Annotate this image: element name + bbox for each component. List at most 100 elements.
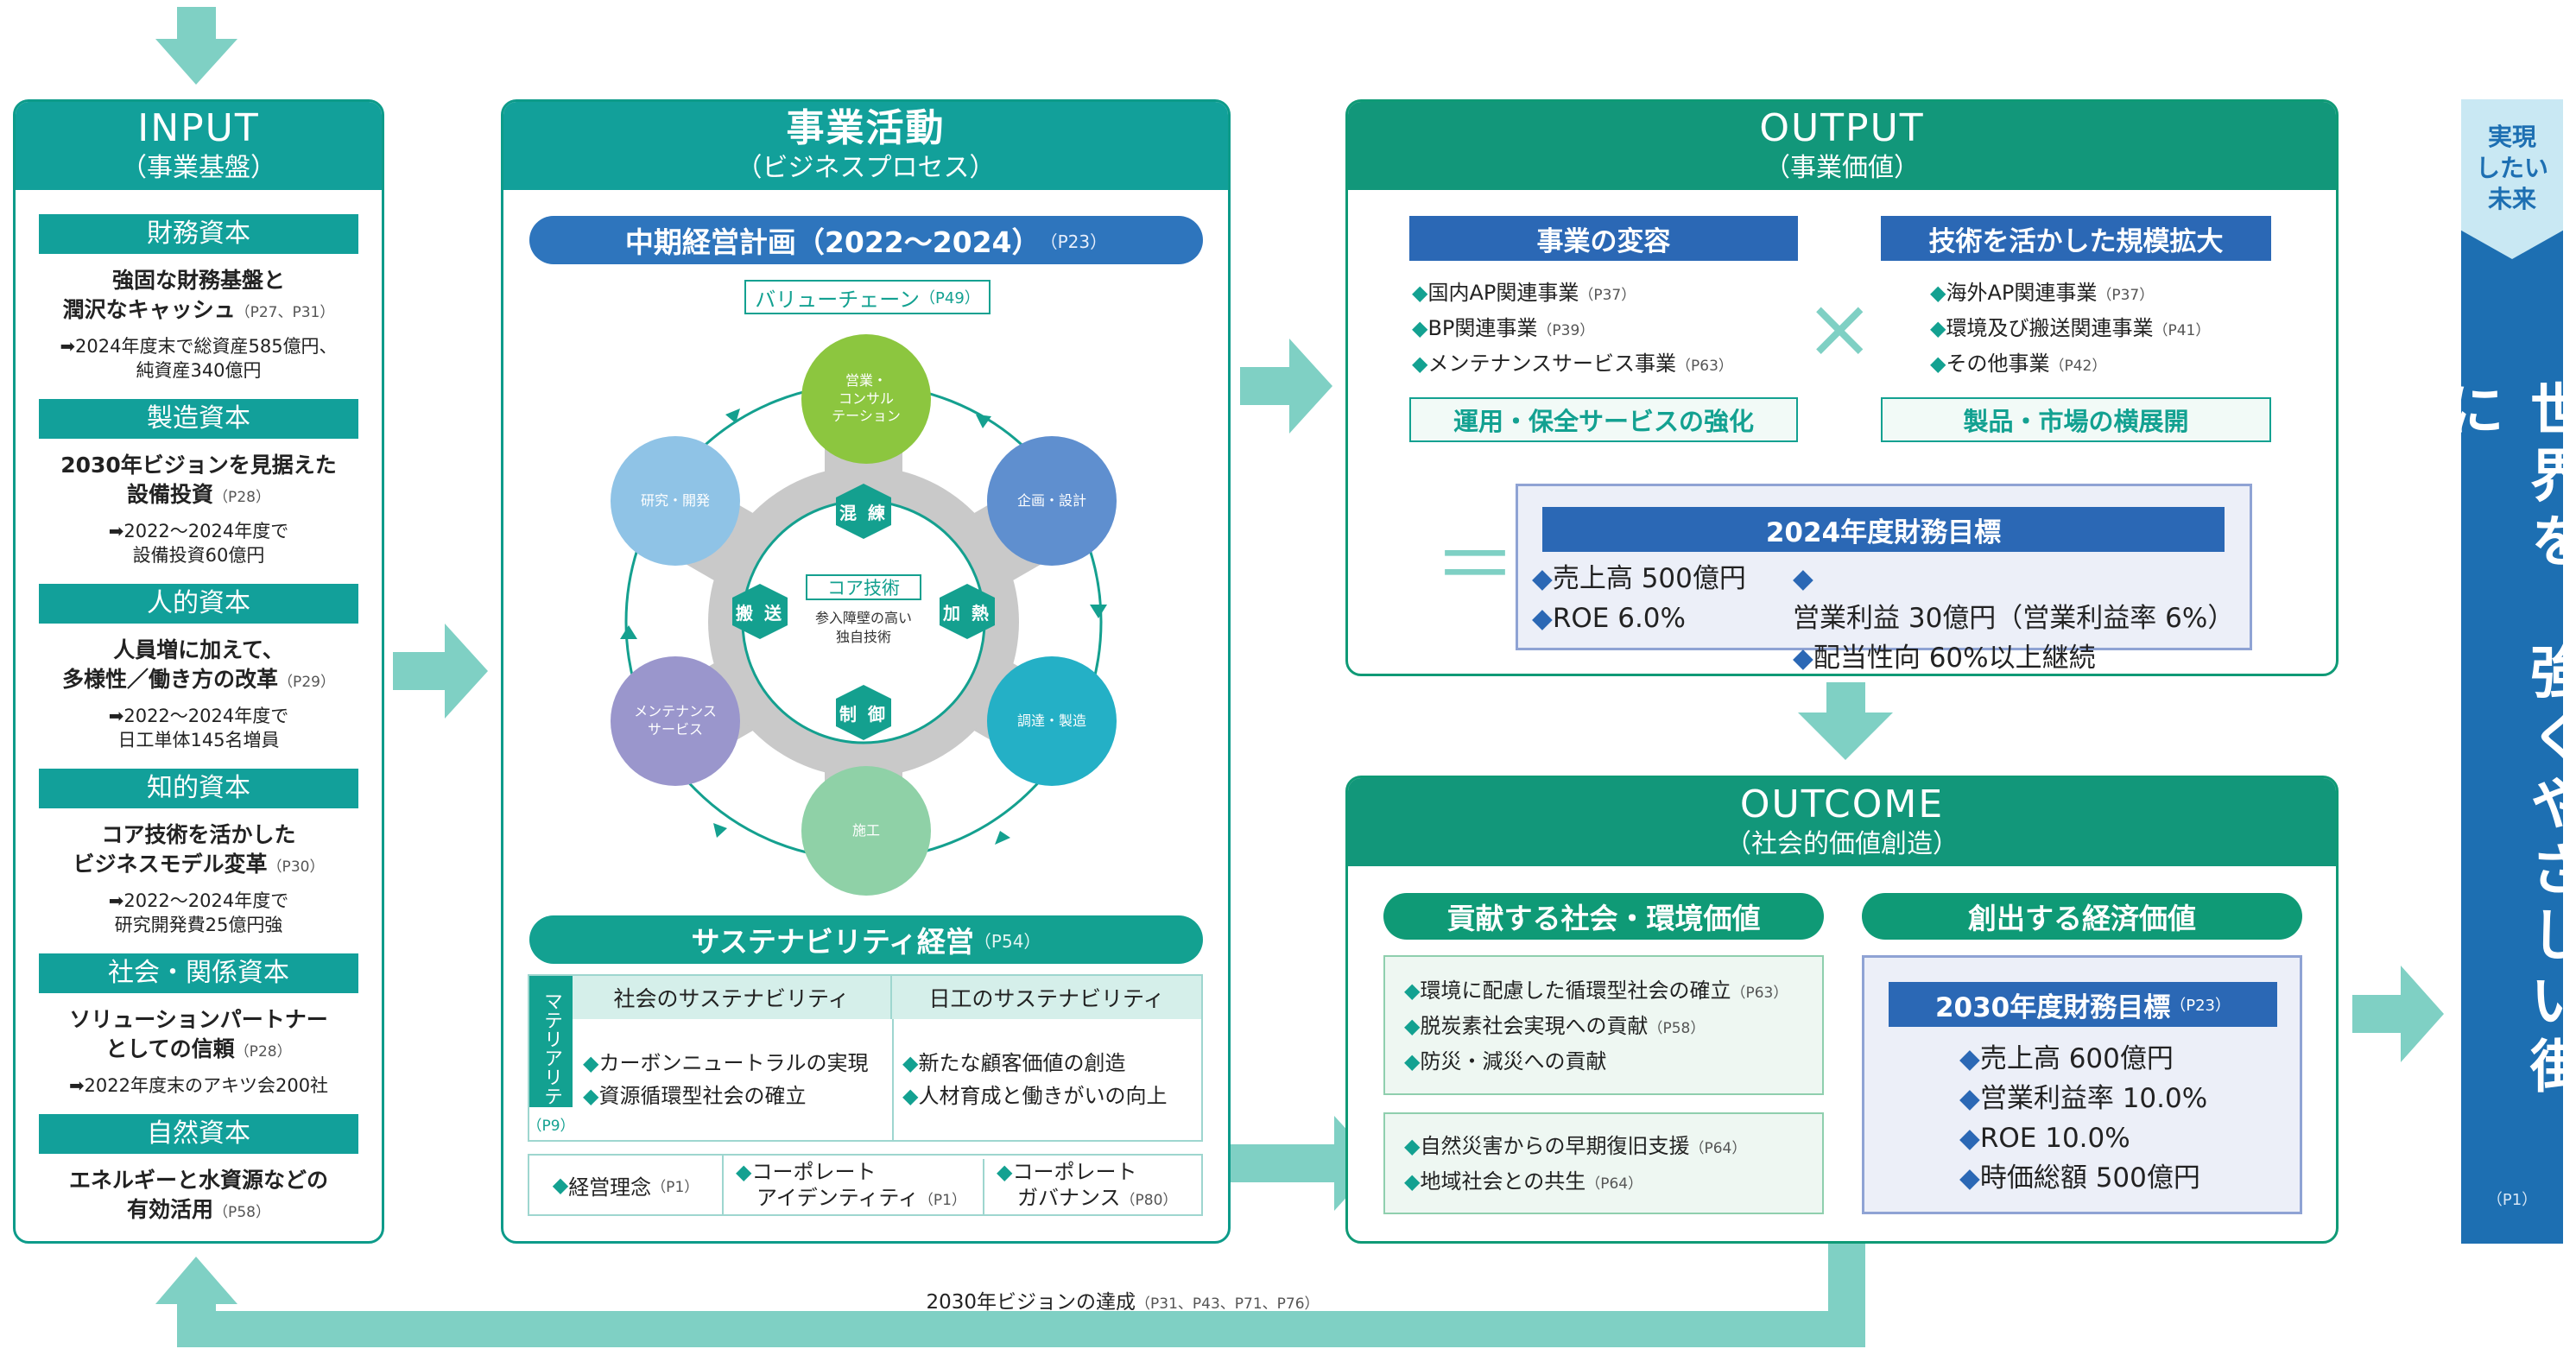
- philosophy-box: ◆経営理念（P1）: [529, 1156, 724, 1214]
- nikko-sustain-item: ◆新たな顧客価値の創造: [902, 1051, 1126, 1075]
- input-title: INPUT: [137, 105, 260, 150]
- hex-left: 搬 送: [732, 584, 788, 639]
- capital-ref: （P28）: [234, 1043, 292, 1061]
- cycle-arrowheads: [620, 408, 1107, 845]
- fy2030-target-list: ◆売上高 600億円 ◆営業利益率 10.0% ◆ROE 10.0% ◆時価総額…: [1959, 1039, 2270, 1198]
- business-header: 事業活動 （ビジネスプロセス）: [503, 102, 1228, 190]
- capital-ref: （P28）: [213, 489, 270, 506]
- input-subtitle: （事業基盤）: [121, 153, 276, 184]
- business-title: 事業活動: [786, 105, 946, 150]
- node-rnd-label: 研究・開発: [640, 491, 710, 509]
- node-planning: 企画・設計: [987, 436, 1117, 566]
- capital-line-1: ソリューションパートナー: [69, 1007, 328, 1032]
- capital-block: 自然資本エネルギーと水資源などの有効活用（P58）: [39, 1114, 358, 1227]
- materiality-ref: （P9）: [527, 1107, 575, 1140]
- capital-block: 社会・関係資本ソリューションパートナーとしての信頼（P28）➡2022年度末のア…: [39, 953, 358, 1098]
- capital-line-1: 強固な財務基盤と: [111, 268, 285, 293]
- capital-line-2-text: 設備投資: [127, 482, 214, 507]
- outcome-subtitle: （社会的価値創造）: [1725, 829, 1959, 860]
- fy2030-target-title: 2030年度財務目標（P23）: [1889, 982, 2277, 1027]
- nikko-sustain-head: 日工のサステナビリティ: [892, 976, 1201, 1019]
- materiality-table: マテリアリティ （P9） 社会のサステナビリティ 日工のサステナビリティ ◆カー…: [527, 974, 1203, 1142]
- node-rnd: 研究・開発: [611, 436, 740, 566]
- arrow-output-to-outcome: [1798, 682, 1893, 760]
- value-chain-label: バリューチェーン（P49）: [744, 280, 991, 314]
- capital-line-2-text: 有効活用: [127, 1197, 214, 1222]
- fy2030-target-title-text: 2030年度財務目標: [1934, 991, 2171, 1023]
- arrow-into-input: [155, 7, 237, 85]
- capital-name: 社会・関係資本: [39, 953, 358, 993]
- output-subtitle: （事業価値）: [1764, 153, 1920, 184]
- node-construct: 施工: [801, 766, 931, 896]
- capital-line-2: 設備投資（P28）: [39, 480, 358, 512]
- capital-block: 知的資本コア技術を活かしたビジネスモデル変革（P30）➡2022～2024年度で…: [39, 769, 358, 937]
- future-head-text: 実現 したい 未来: [2475, 122, 2548, 213]
- vision-ref: （P1）: [2486, 1191, 2538, 1209]
- scale-expansion-head: 技術を活かした規模拡大: [1881, 216, 2271, 261]
- capital-line-2: としての信頼（P28）: [39, 1035, 358, 1067]
- capital-note-2: 日工単体145名増員: [117, 730, 280, 750]
- fy2024-target-box: 2024年度財務目標 ◆売上高 500億円 ◆ROE 6.0% ◆営業利益 30…: [1516, 484, 2252, 674]
- social-value-item: ◆自然災害からの早期復旧支援（P64）: [1404, 1134, 1747, 1158]
- future-head: 実現 したい 未来: [2461, 99, 2563, 259]
- sustainability-bar: サステナビリティ経営（P54）: [529, 915, 1203, 964]
- capital-name: 財務資本: [39, 214, 358, 254]
- capital-note-1: ➡2022～2024年度で: [108, 890, 289, 911]
- feedback-label: 2030年ビジョンの達成（P31、P43、P71、P76）: [777, 1285, 1468, 1314]
- hex-top: 混 練: [836, 484, 891, 539]
- market-expansion-box: 製品・市場の横展開: [1881, 397, 2271, 442]
- fy2024-target-item: ◆配当性向 60%以上継続: [1793, 643, 2096, 674]
- materiality-label: マテリアリティ: [541, 991, 562, 1124]
- transformation-list: ◆国内AP関連事業（P37） ◆BP関連事業（P39） ◆メンテナンスサービス事…: [1412, 276, 1801, 383]
- fy2030-target-item: ◆ROE 10.0%: [1959, 1123, 2130, 1154]
- capital-ref: （P29）: [278, 674, 335, 691]
- capital-note-1: ➡2024年度末で総資産585億円、: [60, 336, 338, 357]
- feedback-loop-arrow: [155, 1238, 1865, 1347]
- node-procure: 調達・製造: [987, 656, 1117, 786]
- transformation-item: ◆BP関連事業（P39）: [1412, 316, 1595, 340]
- social-sustain-list: ◆カーボンニュートラルの実現 ◆資源循環型社会の確立: [583, 1047, 894, 1112]
- social-sustain-head: 社会のサステナビリティ: [573, 976, 892, 1019]
- times-icon: ×: [1805, 280, 1875, 377]
- capital-note-2: 研究開発費25億円強: [114, 915, 283, 935]
- capital-note-2: 純資産340億円: [136, 360, 262, 381]
- arrow-outcome-to-future: [2352, 966, 2444, 1062]
- core-tech-desc: 参入障壁の高い 独自技術: [788, 609, 939, 647]
- fy2030-target-item: ◆売上高 600億円: [1959, 1043, 2174, 1074]
- input-panel: INPUT （事業基盤）: [13, 99, 384, 1244]
- arrow-business-to-output: [1240, 339, 1332, 434]
- capital-note-1: ➡2022～2024年度で: [108, 521, 289, 542]
- node-sales: 営業・ コンサル テーション: [801, 334, 931, 464]
- capital-line-1: エネルギーと水資源などの: [68, 1168, 328, 1193]
- transformation-head: 事業の変容: [1409, 216, 1798, 261]
- value-chain-wheel: [620, 383, 1107, 861]
- scale-item: ◆海外AP関連事業（P37）: [1930, 281, 2155, 305]
- identity-label-2: アイデンティティ: [756, 1186, 919, 1210]
- business-subtitle: （ビジネスプロセス）: [736, 153, 996, 184]
- sustainability-ref: （P54）: [973, 930, 1041, 952]
- capital-name: 自然資本: [39, 1114, 358, 1154]
- mid-term-plan-bar: 中期経営計画（2022～2024）（P23）: [529, 216, 1203, 264]
- social-value-item: ◆地域社会との共生（P64）: [1404, 1169, 1643, 1194]
- capital-line-2-text: ビジネスモデル変革: [73, 852, 268, 877]
- fy2024-target-title: 2024年度財務目標: [1542, 507, 2225, 552]
- env-value-item: ◆環境に配慮した循環型社会の確立（P63）: [1404, 978, 1788, 1003]
- philosophy-label: 経営理念: [568, 1175, 652, 1200]
- fy2024-target-item: ◆営業利益 30億円（営業利益率 6%）: [1793, 563, 2235, 634]
- hex-right: 加 熱: [940, 584, 995, 639]
- core-tech-label: コア技術: [806, 574, 921, 600]
- capital-ref: （P58）: [213, 1204, 270, 1221]
- capital-line-2-text: としての信頼: [105, 1036, 235, 1061]
- capital-name: 製造資本: [39, 399, 358, 439]
- governance-ref: （P80）: [1120, 1192, 1178, 1209]
- node-procure-label: 調達・製造: [1016, 712, 1086, 729]
- capital-line-2-text: 潤沢なキャッシュ: [62, 297, 236, 322]
- capital-line-2: 有効活用（P58）: [39, 1195, 358, 1227]
- node-planning-label: 企画・設計: [1016, 491, 1086, 509]
- fy2024-target-col1: ◆売上高 500億円 ◆ROE 6.0%: [1532, 559, 1782, 638]
- fy2024-target-item: ◆ROE 6.0%: [1532, 603, 1686, 634]
- capital-name: 知的資本: [39, 769, 358, 808]
- capital-line-1: 2030年ビジョンを見据えた: [60, 453, 337, 478]
- env-value-list: ◆環境に配慮した循環型社会の確立（P63） ◆脱炭素社会実現への貢献（P58） …: [1404, 974, 1819, 1078]
